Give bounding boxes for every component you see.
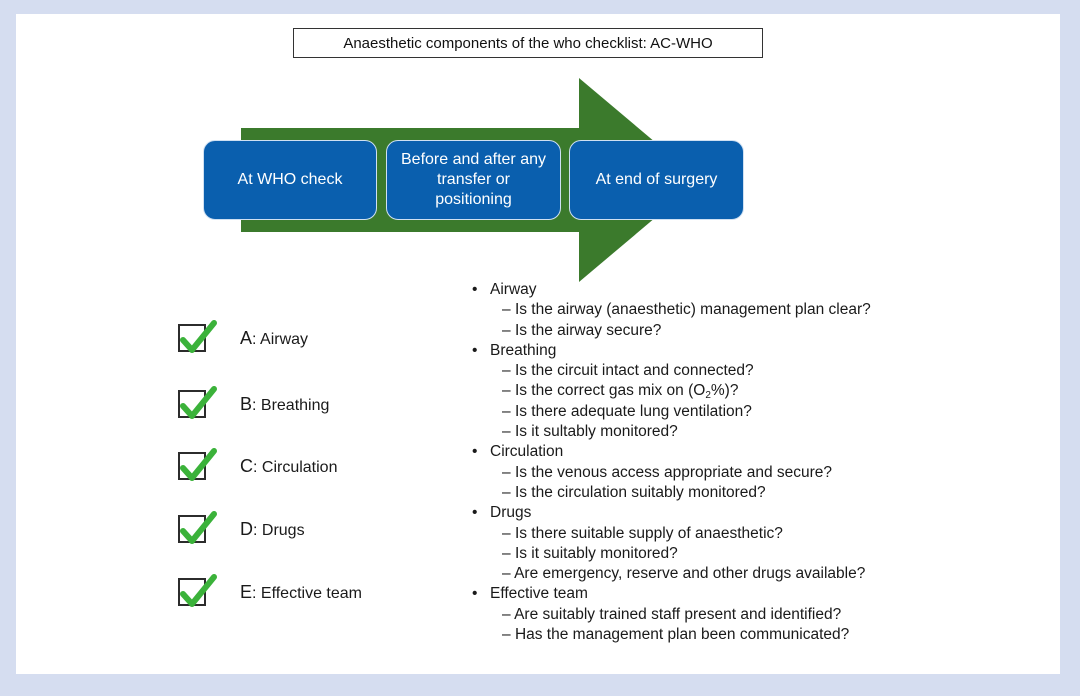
checkmark-icon — [180, 320, 217, 353]
stage-before-after-transfer: Before and after any transfer or positio… — [386, 140, 561, 220]
question-text: Is the correct gas mix on (O — [514, 382, 706, 400]
checklist-text: : Breathing — [252, 397, 330, 414]
checklist-text: : Drugs — [253, 522, 305, 539]
question-text: %)? — [710, 382, 739, 400]
checkmark-icon — [180, 511, 217, 544]
checklist-question: Has the management plan been communicate… — [472, 625, 871, 645]
category-heading: Airway — [472, 280, 871, 301]
checklist-letter: A — [240, 328, 253, 348]
stage-label: At WHO check — [237, 171, 343, 188]
category-heading: Circulation — [472, 442, 871, 463]
subscript: 2 — [705, 390, 711, 402]
checklist-question: Is the venous access appropriate and sec… — [472, 463, 871, 483]
stage-end-of-surgery: At end of surgery — [569, 140, 744, 220]
checklist-question: Is the circulation suitably monitored? — [472, 483, 871, 503]
checkbox-icon — [178, 386, 217, 419]
stage-label: At end of surgery — [595, 171, 718, 188]
checklist-letter: D — [240, 519, 253, 539]
checklist-question: Is there suitable supply of anaesthetic? — [472, 524, 871, 544]
checklist-question: Is the airway secure? — [472, 321, 871, 341]
category-heading: Breathing — [472, 341, 871, 362]
checklist-question: Is it sultably monitored? — [472, 422, 871, 442]
checklist-text: : Effective team — [252, 585, 362, 602]
checkbox-icon — [178, 320, 217, 353]
checklist-label: C: Circulation — [240, 456, 337, 477]
stage-at-who-check: At WHO check — [203, 140, 377, 220]
stage-label: Before and after any transfer or positio… — [401, 151, 546, 208]
checklist-label: A: Airway — [240, 328, 308, 349]
checkmark-icon — [180, 574, 217, 607]
checklist-question: Is there adequate lung ventilation? — [472, 402, 871, 422]
checkmark-icon — [180, 448, 217, 481]
checklist-label: D: Drugs — [240, 519, 305, 540]
category-heading: Effective team — [472, 584, 871, 605]
checkbox-icon — [178, 574, 217, 607]
checklist-label: E: Effective team — [240, 582, 362, 603]
checklist-letter: E — [240, 582, 253, 602]
checkbox-icon — [178, 448, 217, 481]
checklist-question: Is the circuit intact and connected? — [472, 361, 871, 381]
checklist-question: Is the correct gas mix on (O2%)? — [472, 381, 871, 401]
detail-question-list: AirwayIs the airway (anaesthetic) manage… — [472, 280, 871, 645]
figure-title: Anaesthetic components of the who checkl… — [293, 28, 763, 58]
category-heading: Drugs — [472, 503, 871, 524]
checklist-text: : Airway — [252, 331, 309, 348]
checklist-letter: B — [240, 394, 253, 414]
checklist-question: Is the airway (anaesthetic) management p… — [472, 300, 871, 320]
checklist-text: : Circulation — [253, 459, 338, 476]
checkmark-icon — [180, 386, 217, 419]
checklist-question: Are suitably trained staff present and i… — [472, 605, 871, 625]
checklist-label: B: Breathing — [240, 394, 329, 415]
checkbox-icon — [178, 511, 217, 544]
checklist-question: Is it suitably monitored? — [472, 544, 871, 564]
checklist-question: Are emergency, reserve and other drugs a… — [472, 564, 871, 584]
checklist-letter: C — [240, 456, 253, 476]
